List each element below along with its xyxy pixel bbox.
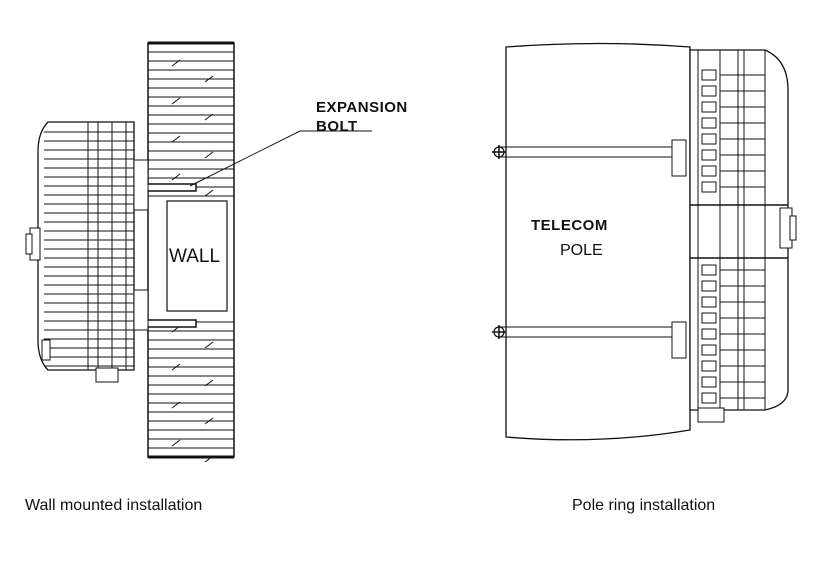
wall-mount-figure (25, 41, 372, 463)
splice-module (701, 376, 717, 388)
splice-module (701, 392, 717, 404)
splice-module (701, 149, 717, 161)
splice-module (701, 296, 717, 308)
wall-hatch-tick (204, 113, 214, 121)
expansion-bolt-upper (145, 183, 197, 192)
splice-module (701, 117, 717, 129)
enclosure-side-view-pole (689, 49, 797, 423)
telecom-pole (505, 42, 691, 441)
splice-module (701, 280, 717, 292)
splice-module (701, 328, 717, 340)
splice-module (701, 360, 717, 372)
splice-module (701, 69, 717, 81)
wall-section (147, 41, 235, 463)
expansion-bolt-label-line2: BOLT (316, 118, 358, 135)
pole-label-line2: POLE (560, 242, 603, 259)
wall-hatch-tick (171, 363, 181, 371)
expansion-bolt-leader (189, 130, 372, 187)
expansion-bolt-lower (145, 319, 197, 328)
wall-hatch-tick (204, 341, 214, 349)
caption-pole-ring: Pole ring installation (572, 497, 715, 514)
wall-hatch-tick (171, 59, 181, 67)
wall-hatch-tick (204, 75, 214, 83)
splice-module (701, 165, 717, 177)
splice-module (701, 312, 717, 324)
splice-module (701, 101, 717, 113)
wall-hatch-tick (171, 135, 181, 143)
pole-label-line1: TELECOM (531, 217, 608, 234)
splice-module (701, 181, 717, 193)
pole-ring-strap-upper (492, 139, 687, 177)
splice-module (701, 344, 717, 356)
wall-label: WALL (169, 246, 220, 267)
wall-hatch-tick (204, 379, 214, 387)
pole-ring-strap-lower (492, 321, 687, 359)
wall-hatch-tick (171, 173, 181, 181)
expansion-bolt-label-line1: EXPANSION (316, 99, 408, 116)
wall-hatch-tick (204, 151, 214, 159)
wall-hatch-tick (204, 417, 214, 425)
wall-hatch-tick (204, 189, 214, 197)
wall-label-box (166, 200, 228, 312)
pole-ring-figure (492, 42, 797, 441)
wall-hatch-tick (171, 97, 181, 105)
splice-module (701, 133, 717, 145)
wall-hatch-tick (171, 439, 181, 447)
enclosure-side-view-wall (25, 121, 149, 383)
splice-module (701, 85, 717, 97)
wall-hatch-tick (171, 401, 181, 409)
splice-module (701, 264, 717, 276)
caption-wall-mounted: Wall mounted installation (25, 497, 202, 514)
